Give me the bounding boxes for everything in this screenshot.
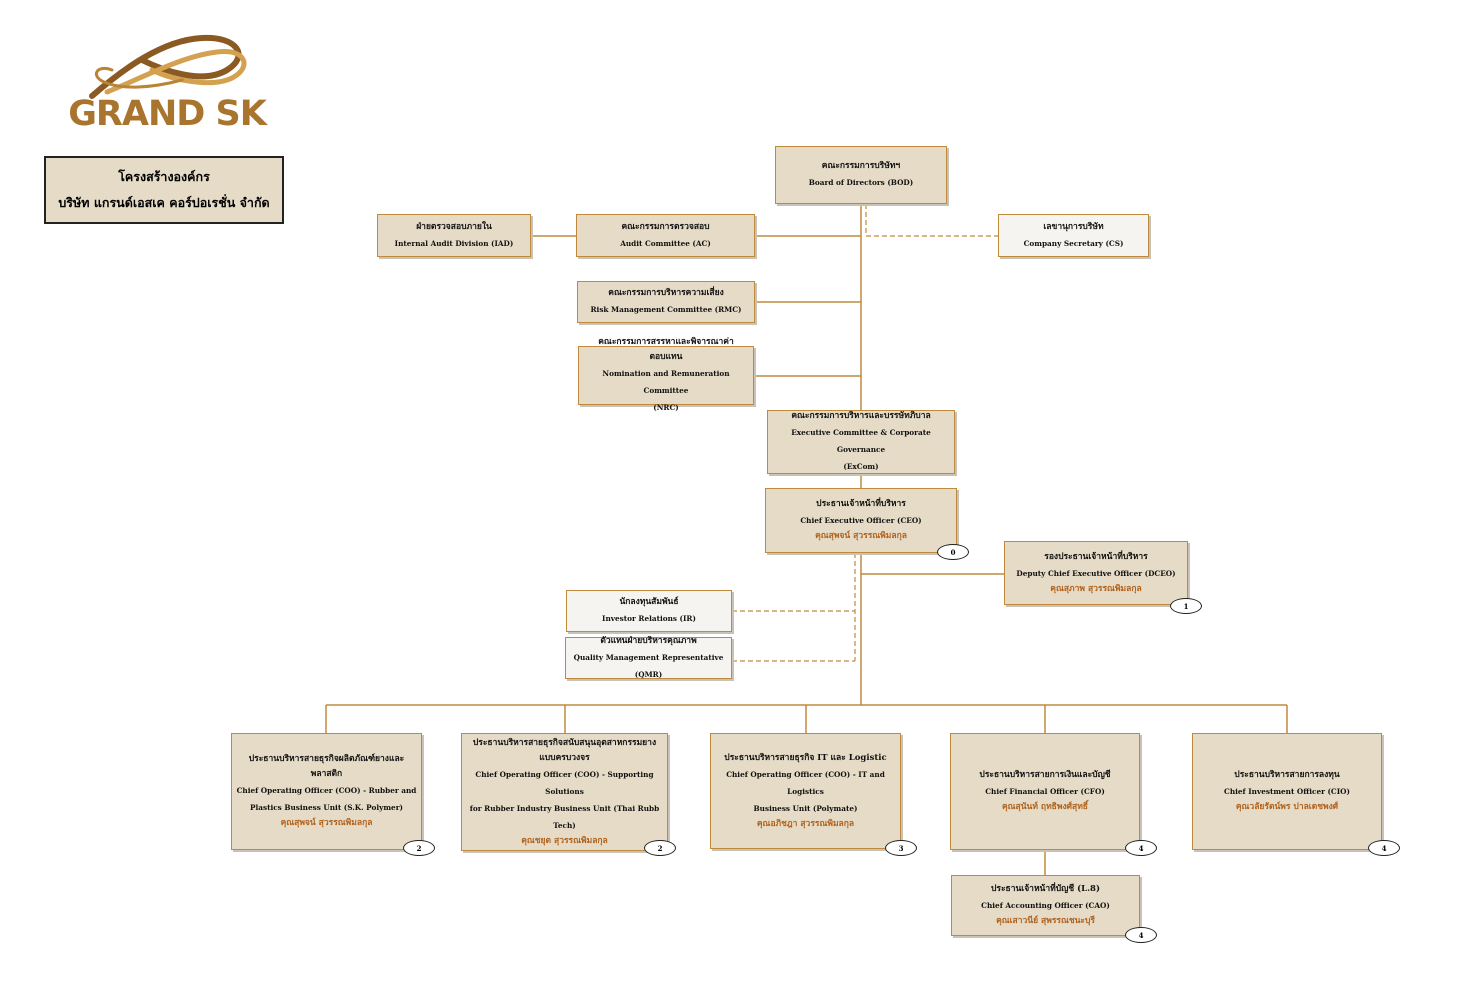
node-cs-th: เลขานุการบริษัท xyxy=(1043,221,1104,232)
node-cao-name: คุณเสาวนีย์ สุพรรณชนะบุรี xyxy=(996,916,1095,926)
node-coo3-en1: Chief Operating Officer (COO) - IT and L… xyxy=(726,769,885,796)
node-coo3-en2: Business Unit (Polymate) xyxy=(753,803,858,813)
node-coo1-th: ประธานบริหารสายธุรกิจผลิตภัณฑ์ยางและพลาส… xyxy=(248,754,405,779)
node-coo3: ประธานบริหารสายธุรกิจ IT และ Logistic Ch… xyxy=(710,733,901,849)
node-ceo-th: ประธานเจ้าหน้าที่บริหาร xyxy=(816,499,906,509)
node-ir: นักลงทุนสัมพันธ์ Investor Relations (IR) xyxy=(566,590,732,632)
node-cs: เลขานุการบริษัท Company Secretary (CS) xyxy=(998,214,1149,257)
chart-title-box: โครงสร้างองค์กร บริษัท แกรนด์เอสเค คอร์ป… xyxy=(44,156,284,224)
node-cfo-badge: 4 xyxy=(1125,840,1157,856)
node-cfo-name: คุณสุนันท์ ฤทธิพงศ์สุทธิ์ xyxy=(1001,802,1088,812)
node-cio-th: ประธานบริหารสายการลงทุน xyxy=(1234,770,1340,780)
node-cfo-th: ประธานบริหารสายการเงินและบัญชี xyxy=(979,770,1111,780)
node-coo2-badge: 2 xyxy=(644,840,676,856)
node-coo2: ประธานบริหารสายธุรกิจสนับสนุนอุตสาหกรรมย… xyxy=(461,733,668,851)
node-dceo-badge: 1 xyxy=(1170,598,1202,614)
node-coo1-name: คุณสุพจน์ สุวรรณพิมลกุล xyxy=(280,818,373,828)
node-qmr-en: Quality Management Representative (QMR) xyxy=(573,652,724,679)
node-bod-en: Board of Directors (BOD) xyxy=(808,178,914,187)
chart-title: โครงสร้างองค์กร xyxy=(118,169,210,184)
node-rmc-th: คณะกรรมการบริหารความเสี่ยง xyxy=(608,288,724,298)
node-excom: คณะกรรมการบริหารและบรรษัทภิบาล Executive… xyxy=(767,410,955,474)
node-coo2-en1: Chief Operating Officer (COO) - Supporti… xyxy=(475,769,654,796)
node-ceo-badge: 0 xyxy=(937,544,969,560)
node-cfo-en: Chief Financial Officer (CFO) xyxy=(985,787,1105,796)
node-nrc-th: คณะกรรมการสรรหาและพิจารณาค่าตอบแทน xyxy=(598,337,734,362)
node-dceo-en: Deputy Chief Executive Officer (DCEO) xyxy=(1016,568,1176,578)
node-coo2-th2: แบบครบวงจร xyxy=(539,752,590,763)
node-ac-en: Audit Committee (AC) xyxy=(620,238,711,248)
node-ir-th: นักลงทุนสัมพันธ์ xyxy=(619,597,679,607)
node-dceo-name: คุณสุภาพ สุวรรณพิมลกุล xyxy=(1050,583,1142,594)
node-coo3-name: คุณอภิชฎา สุวรรณพิมลกุล xyxy=(756,818,855,829)
node-cs-en: Company Secretary (CS) xyxy=(1023,238,1124,248)
node-ceo: ประธานเจ้าหน้าที่บริหาร Chief Executive … xyxy=(765,488,957,553)
node-bod-th: คณะกรรมการบริษัทฯ xyxy=(821,161,901,171)
node-nrc-en2: (NRC) xyxy=(653,403,679,412)
node-coo1-en2: Plastics Business Unit (S.K. Polymer) xyxy=(250,803,403,812)
node-iad-en: Internal Audit Division (IAD) xyxy=(394,238,514,248)
node-cio-name: คุณวลัยรัตน์พร ปาลเดชพงศ์ xyxy=(1235,802,1339,812)
node-dceo-th: รองประธานเจ้าหน้าที่บริหาร xyxy=(1044,551,1148,562)
node-coo1: ประธานบริหารสายธุรกิจผลิตภัณฑ์ยางและพลาส… xyxy=(231,733,422,850)
node-coo2-th1: ประธานบริหารสายธุรกิจสนับสนุนอุตสาหกรรมย… xyxy=(472,737,657,748)
node-iad-th: ฝ่ายตรวจสอบภายใน xyxy=(416,221,492,232)
node-cao-en: Chief Accounting Officer (CAO) xyxy=(981,901,1110,910)
node-coo3-badge: 3 xyxy=(885,840,917,856)
node-ac-th: คณะกรรมการตรวจสอบ xyxy=(621,221,710,232)
node-cao-th: ประธานเจ้าหน้าที่บัญชี (L.8) xyxy=(990,884,1100,894)
node-nrc: คณะกรรมการสรรหาและพิจารณาค่าตอบแทน Nomin… xyxy=(578,337,754,412)
node-cao-badge: 4 xyxy=(1125,927,1157,943)
node-ac: คณะกรรมการตรวจสอบ Audit Committee (AC) xyxy=(576,214,755,257)
node-iad: ฝ่ายตรวจสอบภายใน Internal Audit Division… xyxy=(377,214,531,257)
node-coo1-badge: 2 xyxy=(403,840,435,856)
company-name: บริษัท แกรนด์เอสเค คอร์ปอเรชั่น จำกัด xyxy=(58,195,270,210)
node-cio: ประธานบริหารสายการลงทุน Chief Investment… xyxy=(1192,733,1382,850)
node-qmr-th: ตัวแทนฝ่ายบริหารคุณภาพ xyxy=(600,635,697,646)
node-coo3-th: ประธานบริหารสายธุรกิจ IT และ Logistic xyxy=(724,752,887,763)
node-ceo-en: Chief Executive Officer (CEO) xyxy=(800,516,922,525)
grand-sk-logo: GRAND SK xyxy=(52,30,282,134)
node-qmr: ตัวแทนฝ่ายบริหารคุณภาพ Quality Managemen… xyxy=(565,635,732,679)
node-dceo: รองประธานเจ้าหน้าที่บริหาร Deputy Chief … xyxy=(1004,541,1188,605)
node-rmc: คณะกรรมการบริหารความเสี่ยง Risk Manageme… xyxy=(577,281,755,323)
node-bod: คณะกรรมการบริษัทฯ Board of Directors (BO… xyxy=(775,146,947,204)
node-rmc-en: Risk Management Committee (RMC) xyxy=(590,305,742,314)
node-cio-en: Chief Investment Officer (CIO) xyxy=(1224,787,1350,796)
node-ir-en: Investor Relations (IR) xyxy=(602,614,696,623)
node-ceo-name: คุณสุพจน์ สุวรรณพิมลกุล xyxy=(815,531,907,541)
node-coo2-name: คุณชยุต สุวรรณพิมลกุล xyxy=(521,835,608,846)
node-cfo: ประธานบริหารสายการเงินและบัญชี Chief Fin… xyxy=(950,733,1140,850)
node-coo1-en1: Chief Operating Officer (COO) - Rubber a… xyxy=(236,786,417,795)
node-coo2-en2: for Rubber Industry Business Unit (Thai … xyxy=(469,803,660,830)
node-excom-th: คณะกรรมการบริหารและบรรษัทภิบาล xyxy=(791,411,931,421)
node-cio-badge: 4 xyxy=(1368,840,1400,856)
node-nrc-en1: Nomination and Remuneration Committee xyxy=(602,369,730,395)
logo-wordmark: GRAND SK xyxy=(68,94,267,134)
logo-swirl-icon xyxy=(89,34,247,99)
node-excom-en2: (ExCom) xyxy=(843,462,879,471)
node-excom-en1: Executive Committee & Corporate Governan… xyxy=(791,428,931,454)
node-cao: ประธานเจ้าหน้าที่บัญชี (L.8) Chief Accou… xyxy=(951,875,1140,936)
